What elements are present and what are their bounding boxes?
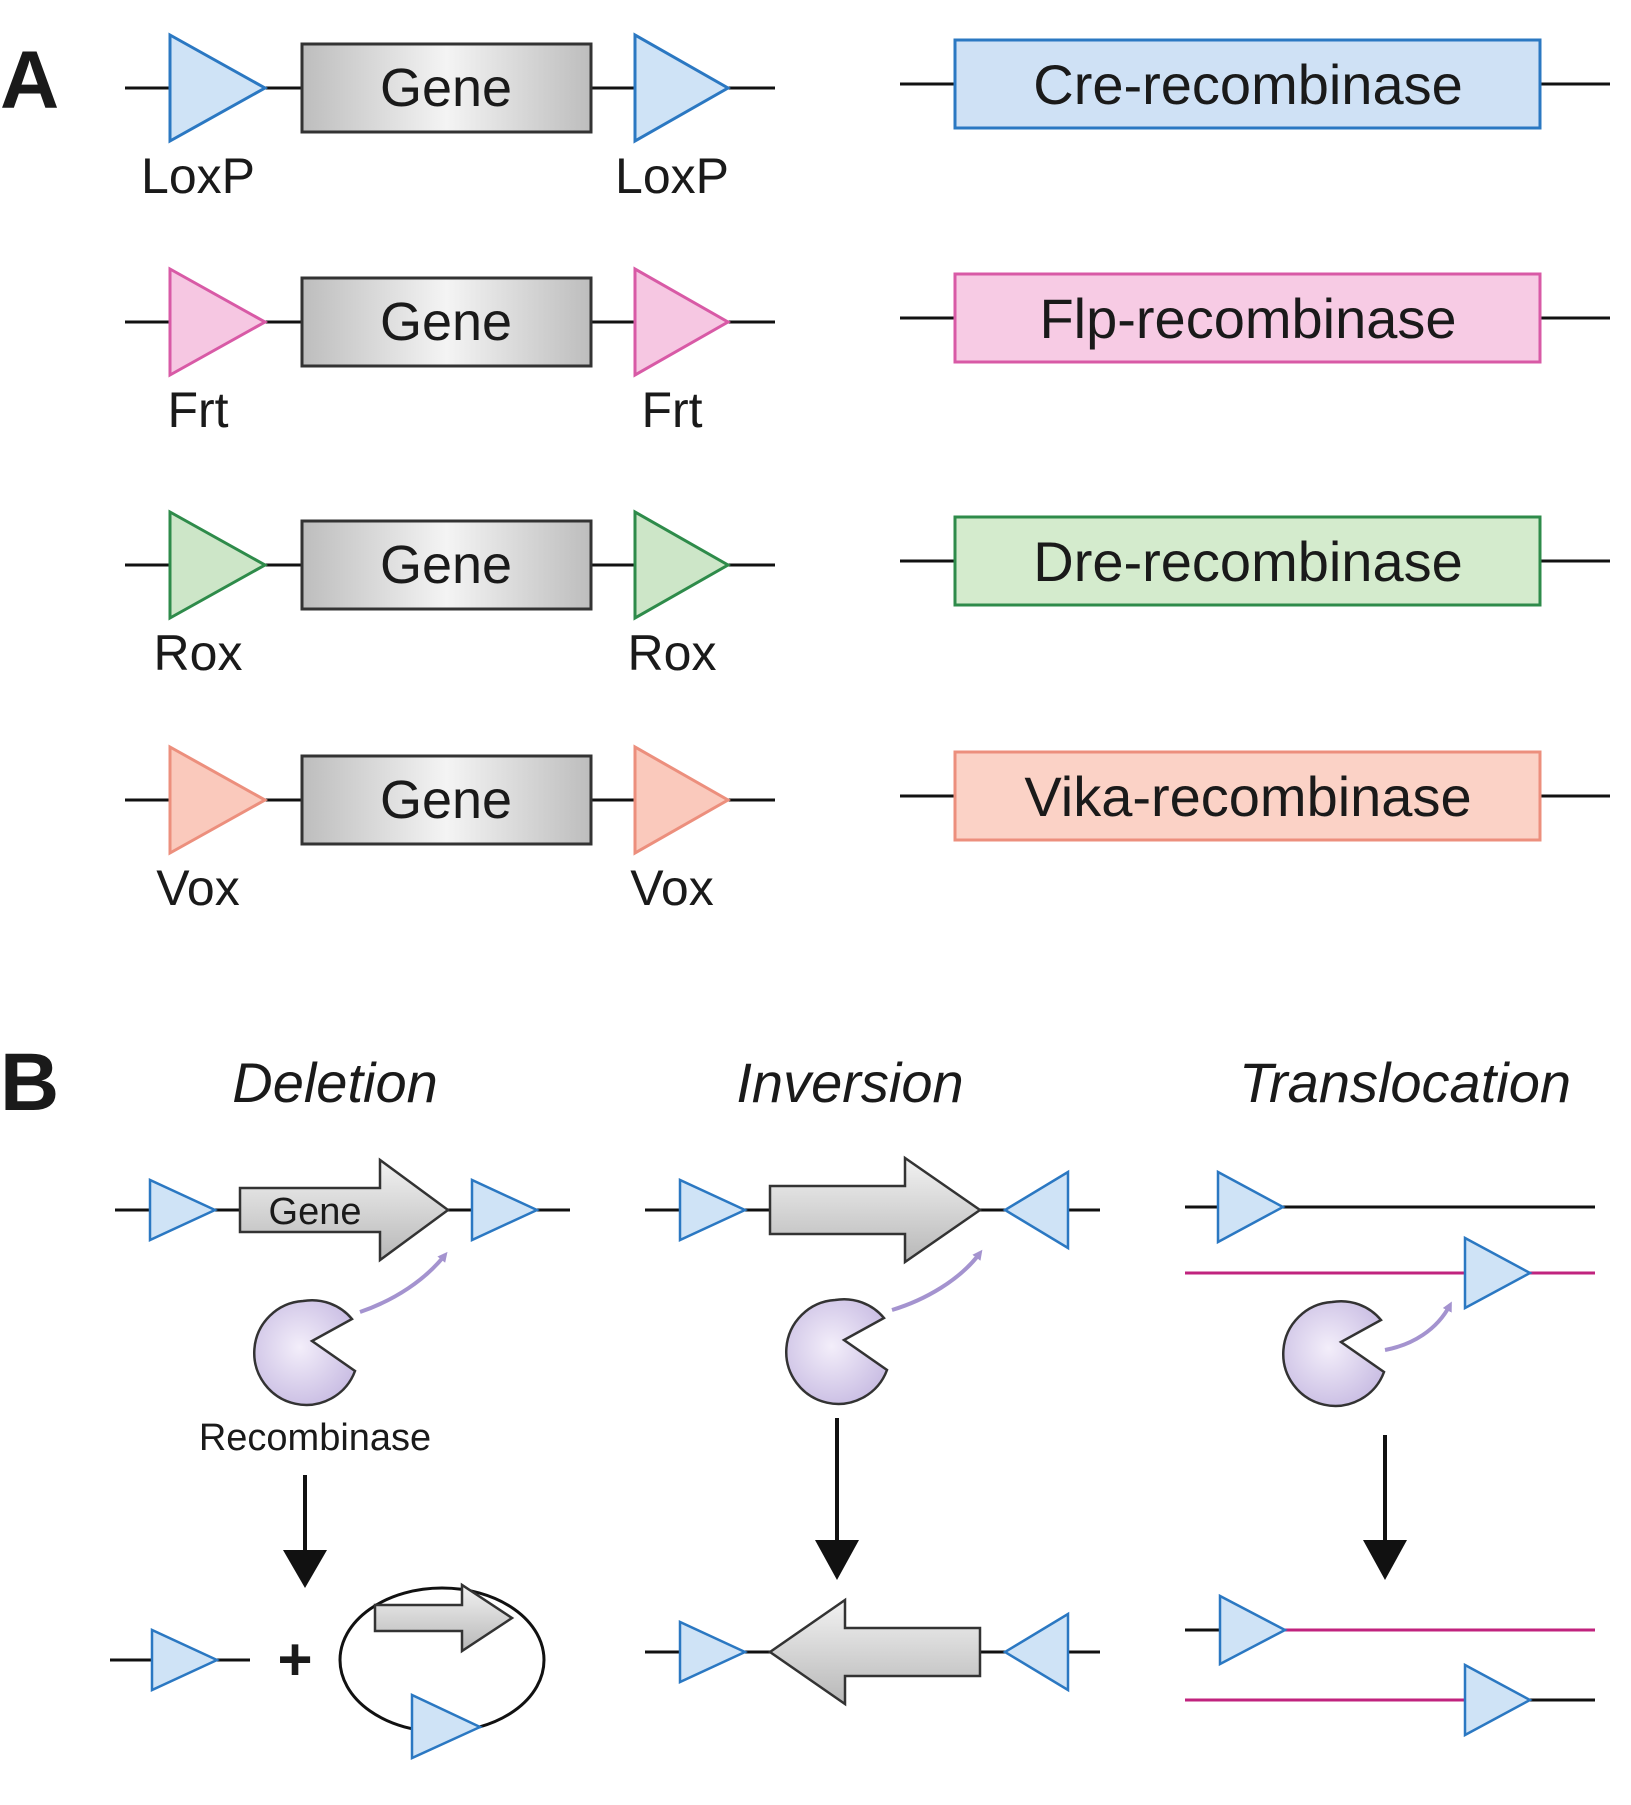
site-label-left: Frt (167, 382, 228, 438)
recombinase-label: Dre-recombinase (1033, 530, 1463, 593)
gene-label: Gene (380, 535, 512, 595)
translocation-site-magenta-icon (1463, 1235, 1533, 1311)
translocation-diagram (1185, 1169, 1595, 1738)
deletion-site-left-icon (148, 1178, 218, 1242)
recombinase-label: Flp-recombinase (1039, 287, 1456, 350)
translocation-recombinase-icon (1282, 1300, 1386, 1408)
inversion-site-right-icon (1002, 1169, 1070, 1251)
translocation-down-arrow-icon (1363, 1540, 1407, 1580)
deletion-gene-arrow (238, 1157, 451, 1263)
excised-gene-arrow (373, 1582, 515, 1654)
gene-box (300, 519, 593, 611)
recombinase-box (953, 272, 1542, 364)
site-label-right: Vox (630, 860, 713, 916)
gene-box (300, 754, 593, 846)
inversion-title: Inversion (736, 1051, 963, 1114)
site-label-left: Vox (156, 860, 239, 916)
deletion-diagram: Gene Recombinase + (110, 1157, 570, 1760)
recombinase-label: Recombinase (199, 1417, 431, 1459)
inversion-site-left-icon (678, 1178, 748, 1242)
site-label-right: LoxP (615, 148, 729, 204)
deletion-gene-label: Gene (269, 1191, 362, 1233)
deletion-title: Deletion (232, 1051, 437, 1114)
deletion-recombinase-icon (253, 1299, 357, 1407)
recombinase-box (953, 515, 1542, 607)
translocation-title: Translocation (1239, 1051, 1571, 1114)
deletion-product-site-icon (150, 1628, 220, 1692)
recombination-site-right-icon (633, 32, 732, 144)
recombination-site-right-icon (633, 266, 732, 378)
inversion-product-site-right-icon (1002, 1611, 1070, 1693)
recombination-site-right-icon (633, 744, 732, 856)
translocation-curved-arrow-icon (1384, 1301, 1452, 1352)
deletion-down-arrow-icon (283, 1550, 327, 1588)
recombinase-box (953, 38, 1542, 130)
recombinase-box (953, 750, 1542, 842)
inversion-product-site-left-icon (678, 1620, 748, 1684)
recombinase-label: Cre-recombinase (1033, 53, 1463, 116)
gene-label: Gene (380, 292, 512, 352)
gene-label: Gene (380, 58, 512, 118)
recombination-site-left-icon (168, 744, 269, 856)
plus-sign: + (277, 1626, 312, 1693)
deletion-site-right-icon (470, 1178, 540, 1242)
recombination-site-left-icon (168, 509, 269, 621)
inversion-curved-arrow-icon (891, 1249, 983, 1312)
gene-label: Gene (380, 770, 512, 830)
site-label-left: LoxP (141, 148, 255, 204)
inverted-gene-arrow (767, 1597, 982, 1707)
inversion-diagram (645, 1155, 1100, 1707)
recombination-site-right-icon (633, 509, 732, 621)
recombinase-label: Vika-recombinase (1024, 765, 1471, 828)
recombination-site-left-icon (168, 32, 269, 144)
recombination-site-left-icon (168, 266, 269, 378)
inversion-gene-arrow (768, 1155, 983, 1265)
excised-site-icon (410, 1693, 483, 1760)
translocation-site-black-icon (1216, 1169, 1286, 1245)
panel-a-letter: A (0, 35, 59, 126)
deletion-curved-arrow-icon (359, 1251, 448, 1314)
gene-box (300, 276, 593, 368)
inversion-down-arrow-icon (815, 1540, 859, 1580)
inversion-recombinase-icon (785, 1298, 889, 1406)
site-label-right: Rox (628, 625, 717, 681)
translocation-product2-site-icon (1463, 1662, 1533, 1738)
gene-box (300, 42, 593, 134)
site-label-left: Rox (154, 625, 243, 681)
site-label-right: Frt (641, 382, 702, 438)
translocation-product1-site-icon (1218, 1593, 1288, 1667)
panel-b-letter: B (0, 1037, 59, 1128)
